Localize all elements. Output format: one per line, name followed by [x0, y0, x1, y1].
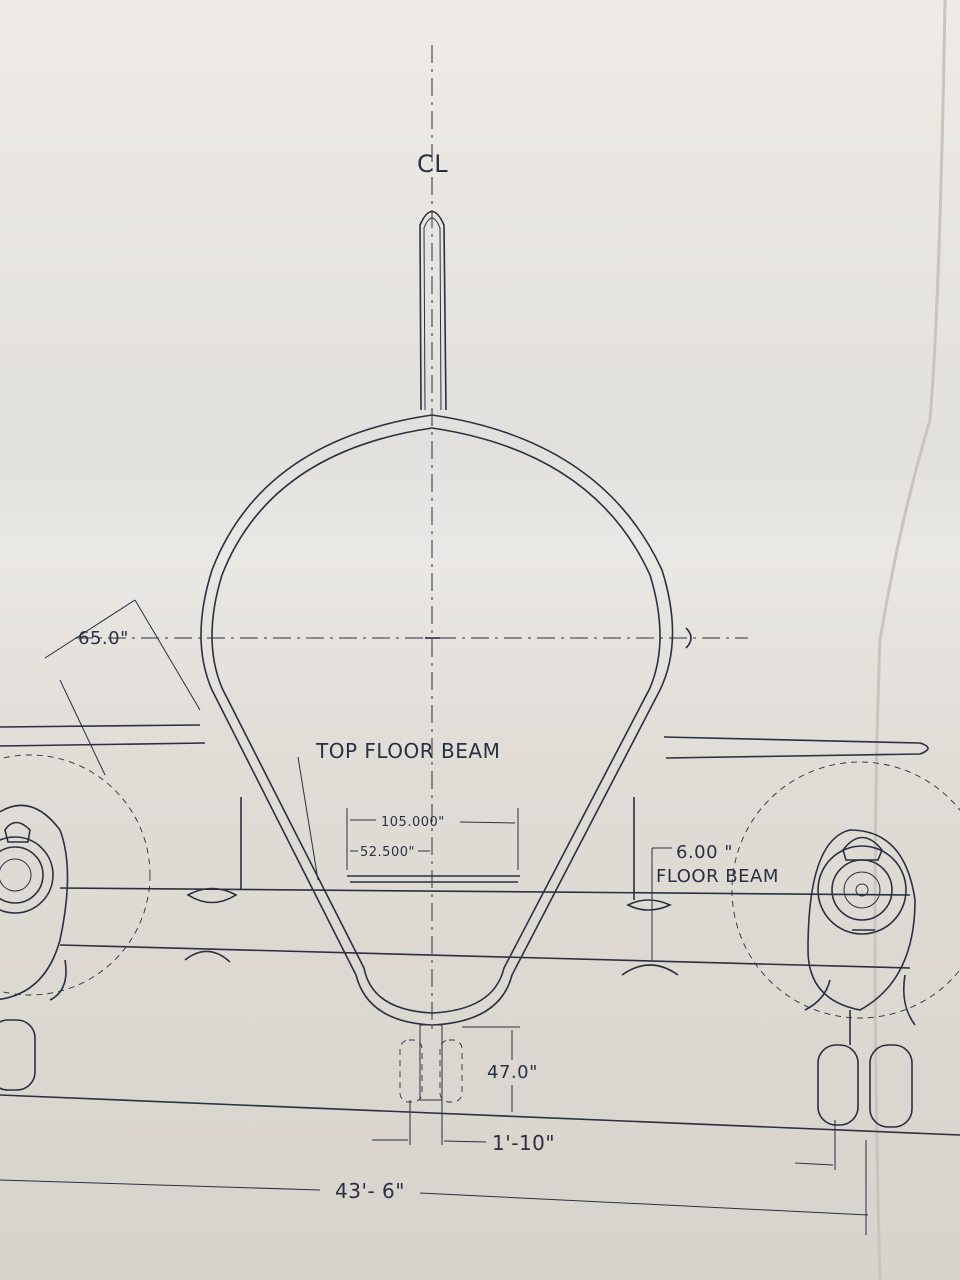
left-wing-bottom — [0, 742, 206, 747]
centerline-label: CL — [417, 150, 448, 178]
dimension-47 — [462, 1026, 520, 1112]
fuselage-inner — [211, 427, 661, 1014]
left-fairing-lower — [184, 950, 231, 963]
vertical-tail-inner — [423, 217, 442, 411]
left-engine-nacelle — [0, 804, 69, 1091]
ground-line — [0, 1094, 960, 1136]
dim-47-label: 47.0" — [487, 1062, 538, 1083]
lower-body-line — [59, 944, 911, 969]
right-fairing-upper — [626, 899, 672, 911]
fuselage-outer — [200, 414, 674, 1026]
left-fairing-upper — [186, 887, 238, 904]
right-wing — [663, 736, 929, 759]
dim-105-label: 105.000" — [381, 815, 445, 830]
nose-gear — [399, 1024, 463, 1103]
dimension-43-6 — [0, 1120, 869, 1235]
right-fairing-lower — [621, 964, 679, 976]
dim-6-label: 6.00 " — [676, 842, 733, 863]
dimension-105 — [297, 756, 519, 881]
dimension-65 — [44, 599, 201, 776]
dim-43-6-label: 43'- 6" — [335, 1179, 405, 1203]
left-propeller-arc — [0, 754, 151, 996]
right-propeller-arc — [731, 761, 960, 1019]
left-wing-top — [0, 724, 201, 728]
dimension-1-10 — [372, 1100, 487, 1145]
dim-52-5-label: 52.500" — [360, 845, 415, 860]
dim-1-10-label: 1'-10" — [492, 1131, 555, 1155]
top-floor-beam-label: TOP FLOOR BEAM — [315, 739, 500, 763]
paper-crease — [873, 0, 947, 1280]
right-engine-nacelle — [804, 829, 916, 1128]
angle-65-label: 65.0" — [78, 628, 129, 649]
floor-beam-label: FLOOR BEAM — [656, 866, 779, 887]
fuselage-blister — [685, 627, 692, 649]
dimension-6 — [651, 847, 672, 960]
vertical-tail — [419, 210, 447, 411]
